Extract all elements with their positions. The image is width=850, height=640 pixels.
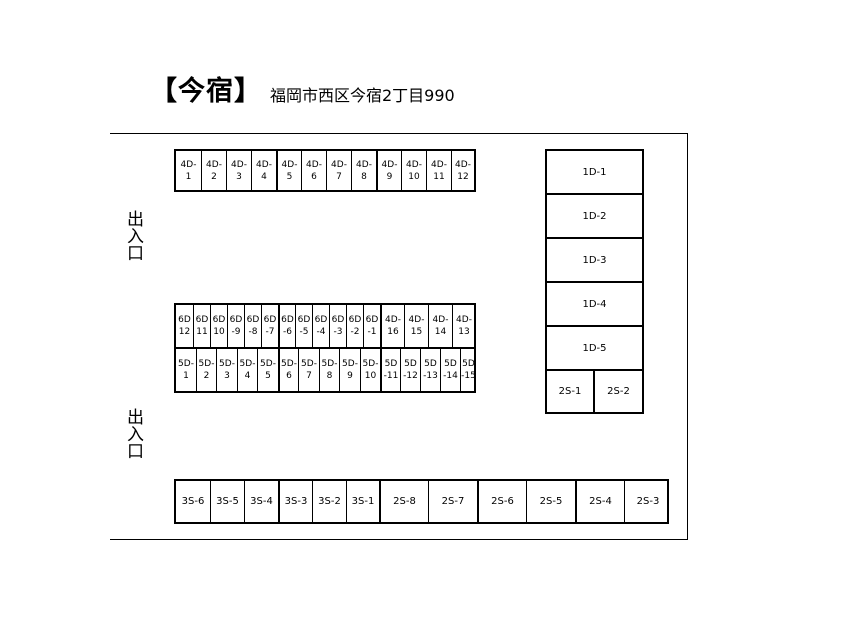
parking-space: 1D-5 bbox=[545, 325, 644, 371]
parking-space: 4D- 8 bbox=[351, 151, 376, 190]
parking-space: 5D -14 bbox=[440, 349, 460, 391]
parking-space: 5D -15 bbox=[460, 349, 476, 391]
parking-space: 4D- 15 bbox=[404, 305, 428, 347]
page-title: 【今宿】 bbox=[150, 76, 262, 107]
parking-space: 2S-1 bbox=[545, 369, 595, 414]
parking-space: 2S-8 bbox=[379, 481, 428, 522]
parking-lot-boundary bbox=[110, 133, 688, 540]
parking-space: 4D- 14 bbox=[428, 305, 452, 347]
parking-space: 6D -1 bbox=[363, 305, 380, 347]
parking-space: 5D- 7 bbox=[298, 349, 319, 391]
parking-space: 6D -9 bbox=[227, 305, 244, 347]
parking-space: 6D -5 bbox=[295, 305, 312, 347]
parking-space: 1D-2 bbox=[545, 193, 644, 239]
parking-space: 5D -11 bbox=[380, 349, 400, 391]
parking-space: 5D- 10 bbox=[360, 349, 380, 391]
parking-space: 5D- 2 bbox=[196, 349, 216, 391]
parking-space: 5D- 9 bbox=[339, 349, 360, 391]
parking-space: 6D -2 bbox=[346, 305, 363, 347]
parking-space: 3S-4 bbox=[244, 481, 278, 522]
parking-space: 4D- 10 bbox=[401, 151, 426, 190]
parking-space: 2S-6 bbox=[477, 481, 526, 522]
parking-space: 3S-3 bbox=[278, 481, 312, 522]
parking-space: 4D- 1 bbox=[180, 159, 197, 182]
parking-space: 1D-1 bbox=[545, 149, 644, 195]
parking-space: 6D 11 bbox=[193, 305, 210, 347]
parking-space: 6D -7 bbox=[261, 305, 278, 347]
parking-space: 4D- 9 bbox=[376, 151, 401, 190]
parking-space: 5D- 8 bbox=[319, 349, 339, 391]
parking-space: 2S-7 bbox=[428, 481, 477, 522]
parking-space: 2S-2 bbox=[593, 369, 644, 414]
parking-space: 4D- 5 bbox=[276, 151, 301, 190]
address: 福岡市西区今宿2丁目990 bbox=[270, 86, 455, 105]
exit-lower-text: 出入口 bbox=[123, 408, 143, 459]
parking-space: 5D -13 bbox=[420, 349, 440, 391]
parking-space: 2S-3 bbox=[624, 481, 671, 522]
parking-space: 5D -12 bbox=[400, 349, 420, 391]
parking-space: 4D- 16 bbox=[380, 305, 404, 347]
parking-space: 6D -8 bbox=[244, 305, 261, 347]
parking-space: 6D -4 bbox=[312, 305, 329, 347]
parking-space: 4D- 11 bbox=[426, 151, 451, 190]
parking-space: 5D- 6 bbox=[278, 349, 298, 391]
parking-space: 4D- 6 bbox=[301, 151, 326, 190]
parking-space: 5D- 3 bbox=[216, 349, 237, 391]
parking-space: 5D- 4 bbox=[237, 349, 257, 391]
parking-space: 6D -3 bbox=[329, 305, 346, 347]
exit-label-lower: 出入口 bbox=[121, 408, 145, 459]
parking-space: 4D- 7 bbox=[326, 151, 351, 190]
parking-space: 3S-6 bbox=[181, 496, 205, 507]
parking-space: 4D- 2 bbox=[201, 151, 226, 190]
parking-space: 6D 10 bbox=[210, 305, 227, 347]
parking-space: 3S-1 bbox=[346, 481, 379, 522]
parking-space: 4D- 13 bbox=[452, 305, 475, 347]
parking-space: 4D- 3 bbox=[226, 151, 251, 190]
parking-space: 3S-5 bbox=[210, 481, 244, 522]
parking-space: 4D- 12 bbox=[451, 151, 474, 190]
parking-space: 2S-5 bbox=[526, 481, 575, 522]
exit-label-upper: 出入口 bbox=[121, 210, 145, 261]
parking-space: 3S-2 bbox=[312, 481, 346, 522]
parking-space: 2S-4 bbox=[575, 481, 624, 522]
parking-space: 6D -6 bbox=[278, 305, 295, 347]
exit-upper-text: 出入口 bbox=[123, 210, 143, 261]
parking-space: 6D 12 bbox=[178, 315, 191, 337]
parking-space: 5D- 5 bbox=[257, 349, 278, 391]
parking-space: 1D-4 bbox=[545, 281, 644, 327]
parking-space: 4D- 4 bbox=[251, 151, 276, 190]
parking-space: 5D- 1 bbox=[178, 359, 194, 381]
parking-space: 1D-3 bbox=[545, 237, 644, 283]
